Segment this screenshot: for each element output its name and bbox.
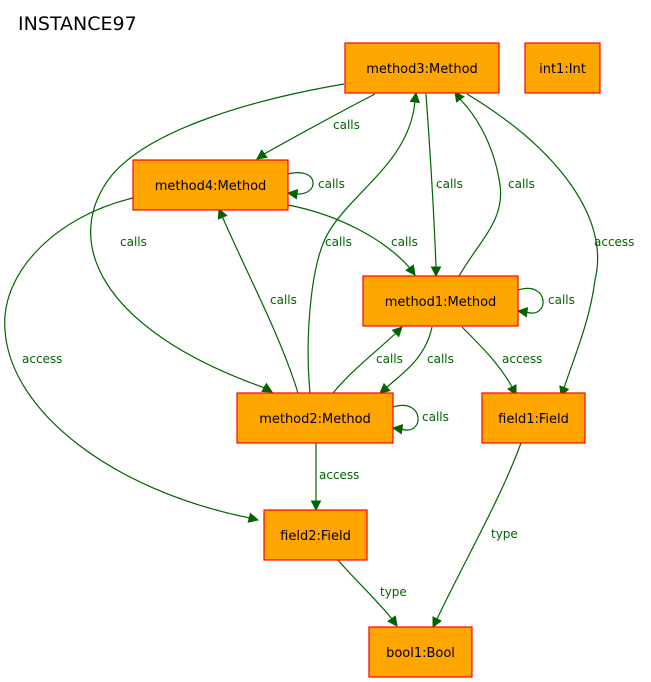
node-method1[interactable]: method1:Method	[362, 275, 519, 327]
edge-field1-to-bool1: type	[432, 442, 522, 628]
node-label: method3:Method	[366, 62, 478, 77]
edge-label: calls	[436, 177, 463, 191]
arrowhead-icon	[454, 91, 465, 103]
edge-line	[392, 404, 419, 431]
edge-method1-to-method1: calls	[516, 287, 575, 318]
edge-label: calls	[318, 177, 345, 191]
edge-label: calls	[270, 293, 297, 307]
edge-label: access	[594, 235, 634, 249]
arrowhead-icon	[217, 207, 228, 220]
arrowhead-icon	[261, 382, 273, 393]
arrowhead-icon	[516, 306, 529, 318]
edge-method4-to-method4: calls	[286, 172, 345, 200]
edge-line	[221, 215, 299, 394]
node-label: field1:Field	[498, 412, 569, 427]
edge-label: calls	[333, 118, 360, 132]
edge-line	[287, 172, 314, 195]
edge-line	[90, 83, 345, 389]
arrowhead-icon	[379, 382, 391, 394]
edge-method3-to-method4: calls	[256, 93, 376, 160]
edge-label: calls	[376, 352, 403, 366]
arrowhead-icon	[432, 616, 442, 628]
edge-line	[337, 559, 393, 620]
node-label: method4:Method	[155, 179, 267, 194]
edge-label: type	[491, 527, 518, 541]
arrowhead-icon	[286, 188, 299, 200]
node-field2[interactable]: field2:Field	[263, 509, 368, 561]
edge-line	[307, 100, 416, 394]
edge-label: calls	[120, 235, 147, 249]
edge-line	[517, 287, 544, 314]
edge-method4-to-method1: calls	[287, 204, 418, 276]
edge-label: type	[380, 585, 407, 599]
edge-method2-to-method3: calls	[307, 91, 421, 394]
node-box	[524, 42, 601, 94]
diagram-title: INSTANCE97	[18, 13, 137, 35]
node-box	[263, 509, 368, 561]
edge-method2-to-field2: access	[310, 443, 359, 512]
edge-method3-to-method1: calls	[425, 93, 463, 278]
edge-method3-to-method2: calls	[90, 83, 345, 393]
edge-label: calls	[391, 235, 418, 249]
edge-label: access	[319, 468, 359, 482]
node-label: method1:Method	[385, 295, 497, 310]
nodes-layer: method3:Method int1:Int method4:Method meth…	[132, 42, 601, 678]
edge-label: calls	[508, 177, 535, 191]
node-method2[interactable]: method2:Method	[236, 392, 394, 444]
edge-method1-to-method3: calls	[454, 91, 535, 277]
edge-line	[436, 442, 522, 620]
edge-line	[425, 93, 437, 269]
node-box	[362, 275, 519, 327]
arrowhead-icon	[387, 615, 398, 627]
edge-field2-to-bool1: type	[337, 559, 407, 627]
arrowhead-icon	[391, 326, 403, 338]
node-field1[interactable]: field1:Field	[481, 392, 586, 444]
node-method4[interactable]: method4:Method	[132, 159, 289, 211]
arrowhead-icon	[310, 500, 322, 512]
edge-label: calls	[427, 352, 454, 366]
node-label: method2:Method	[259, 412, 371, 427]
edge-line	[385, 326, 433, 389]
edge-label: calls	[548, 293, 575, 307]
arrowhead-icon	[409, 91, 421, 104]
node-box	[481, 392, 586, 444]
edge-line	[458, 98, 502, 277]
edge-method3-to-field1: access	[466, 93, 634, 398]
node-box	[344, 42, 500, 94]
edge-label: access	[22, 352, 62, 366]
node-bool1[interactable]: bool1:Bool	[368, 626, 473, 678]
node-method3[interactable]: method3:Method	[344, 42, 500, 94]
edge-label: access	[502, 352, 542, 366]
node-box	[132, 159, 289, 211]
edge-line	[461, 326, 513, 388]
edge-line	[4, 197, 251, 519]
node-label: field2:Field	[280, 529, 351, 544]
node-box	[236, 392, 394, 444]
edge-label: calls	[422, 410, 449, 424]
edge-label: calls	[325, 235, 352, 249]
node-label: bool1:Bool	[386, 646, 455, 661]
arrowhead-icon	[405, 264, 416, 276]
edge-line	[287, 204, 411, 269]
arrowhead-icon	[256, 149, 268, 160]
arrowhead-icon	[430, 266, 442, 278]
edge-method2-to-method4: calls	[217, 207, 299, 394]
edge-line	[466, 93, 599, 389]
node-label: int1:Int	[539, 62, 586, 77]
edge-method2-to-method2: calls	[391, 404, 449, 435]
edge-method4-to-field2: access	[4, 197, 260, 523]
edges-layer: calls calls calls access calls calls access cal…	[4, 83, 634, 628]
edge-method2-to-method1: calls	[332, 326, 403, 394]
arrowhead-icon	[247, 512, 260, 523]
node-box	[368, 626, 473, 678]
edge-line	[332, 332, 397, 394]
edge-line	[263, 93, 376, 155]
edge-method1-to-field1: access	[461, 326, 542, 396]
edge-method1-to-method2: calls	[379, 326, 454, 394]
node-int1[interactable]: int1:Int	[524, 42, 601, 94]
arrowhead-icon	[391, 423, 404, 435]
